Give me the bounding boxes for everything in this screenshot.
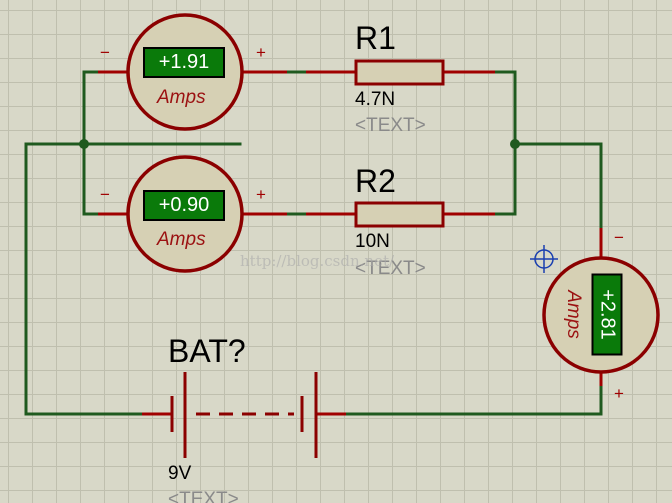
junction-dot-right <box>510 139 520 149</box>
ammeter1-unit: Amps <box>157 87 206 108</box>
ammeter3-pos: + <box>614 384 624 403</box>
r2-ref: R2 <box>355 163 396 199</box>
wire-right-to-a3 <box>513 142 603 230</box>
battery-symbol <box>170 372 318 458</box>
wires <box>24 70 603 416</box>
junction-dot-left <box>79 139 89 149</box>
ammeter3-unit: Amps <box>562 290 584 339</box>
r1-value: 4.7N <box>355 89 396 110</box>
ammeter2-pos: + <box>256 185 266 204</box>
ammeter3-display: +2.81 <box>591 273 623 356</box>
ammeter1-neg: − <box>100 43 110 62</box>
ammeter1-display: +1.91 <box>143 47 225 78</box>
ammeter1-pos: + <box>256 43 266 62</box>
wire-left-loop <box>24 142 242 416</box>
r2-body <box>354 201 445 228</box>
ammeter2-unit: Amps <box>157 229 206 250</box>
ammeter3-neg: − <box>614 228 624 247</box>
ammeter2-neg: − <box>100 185 110 204</box>
r2-text: <TEXT> <box>355 258 426 279</box>
battery-ref: BAT? <box>168 333 246 369</box>
r1-body <box>354 59 445 86</box>
r2-value: 10N <box>355 231 390 252</box>
crosshair-cursor-icon <box>530 245 558 273</box>
component-leads <box>98 70 603 416</box>
watermark: http://blog.csdn.net/ <box>240 252 395 270</box>
ammeter2-display: +0.90 <box>143 190 225 221</box>
r1-ref: R1 <box>355 20 396 56</box>
battery-value: 9V <box>168 463 192 484</box>
r1-text: <TEXT> <box>355 115 426 136</box>
wire-a3-to-bat <box>344 384 603 416</box>
battery-text: <TEXT> <box>168 489 239 503</box>
